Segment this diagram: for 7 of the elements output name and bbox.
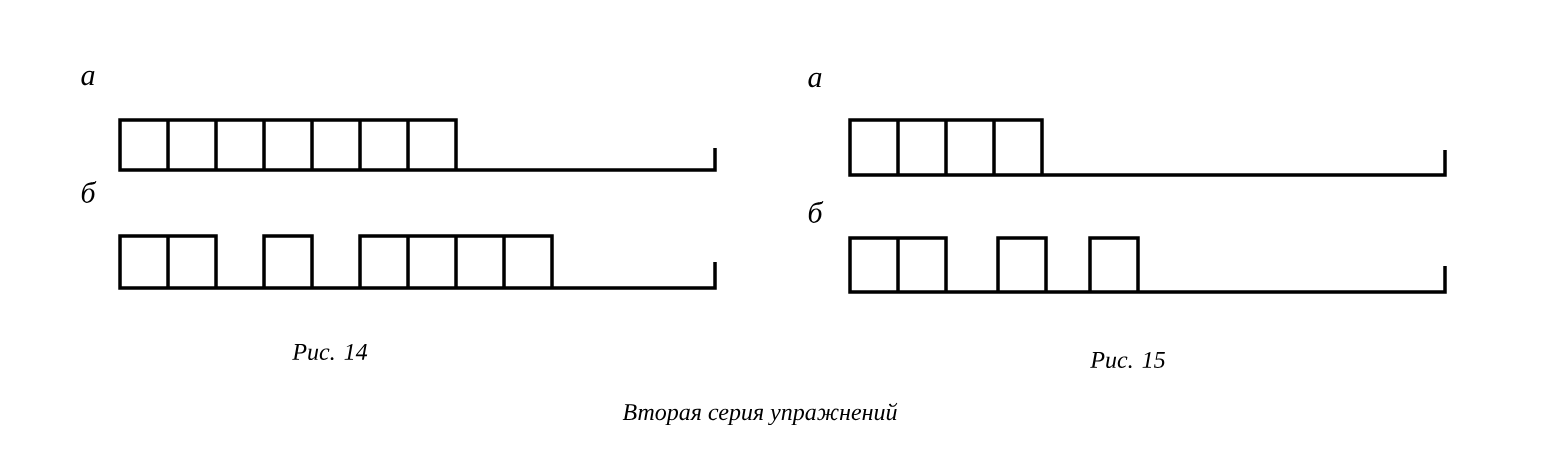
caption: Вторая серия упражнений xyxy=(622,402,898,426)
figure-number: Рис. 15 xyxy=(1090,351,1165,369)
row-letter: а xyxy=(81,70,95,86)
row-letter: б xyxy=(808,201,824,223)
row-letter: б xyxy=(81,181,97,203)
row-letter: а xyxy=(808,72,822,88)
figure-number: Рис. 14 xyxy=(292,343,368,361)
